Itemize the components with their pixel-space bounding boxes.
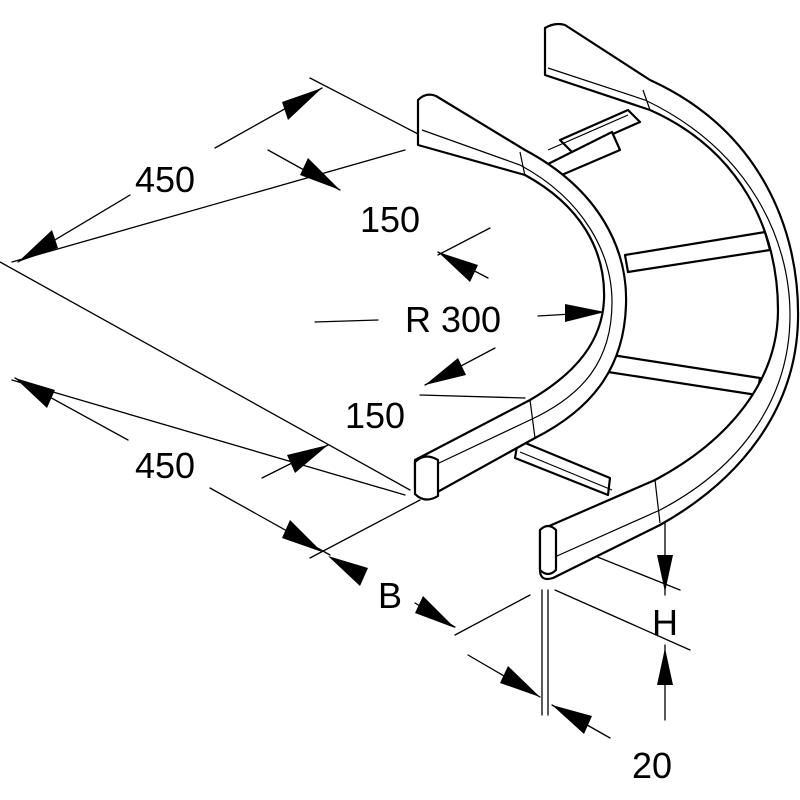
inner-rail-end-profile xyxy=(413,455,440,501)
label-450-top: 450 xyxy=(135,159,195,200)
label-20: 20 xyxy=(632,745,672,786)
arrowhead-450-top-left xyxy=(18,230,58,262)
arrowhead-450-bottom-lower-a xyxy=(282,520,322,552)
extension-line-bottom-near xyxy=(309,499,421,559)
outer-rail-inner-edge xyxy=(547,67,791,561)
outer-rail-body xyxy=(538,22,800,581)
dim-r300-line-left xyxy=(314,319,379,323)
extension-line-straight-bottom xyxy=(419,394,526,399)
outer-rail-joint-top xyxy=(642,89,651,111)
arrowhead-h-bottom xyxy=(657,648,673,685)
dim-150-top-line-b xyxy=(437,227,491,256)
extension-line-b-left xyxy=(454,594,531,636)
label-150-bottom: 150 xyxy=(345,395,405,436)
arrowhead-450-bottom-left xyxy=(15,378,55,408)
extension-line-top-near xyxy=(11,149,406,263)
extension-line-bottom xyxy=(11,379,406,496)
dimension-labels: 450 150 R 300 150 450 B H 20 xyxy=(135,159,678,786)
label-b: B xyxy=(378,575,402,616)
arrowhead-150-top-b xyxy=(438,252,478,282)
rung-3 xyxy=(623,230,772,274)
inner-rail-inner-edge xyxy=(419,129,613,473)
arrowhead-r300 xyxy=(565,304,605,322)
arrowhead-450-top-right xyxy=(282,88,322,120)
label-450-bottom: 450 xyxy=(135,445,195,486)
label-r300: R 300 xyxy=(405,299,501,340)
extension-line-top-far xyxy=(309,77,421,136)
rung-5 xyxy=(513,438,612,497)
arrowhead-h-top xyxy=(657,555,673,592)
arrowhead-b-left xyxy=(415,596,455,628)
arrowhead-450-bottom-right xyxy=(287,445,328,473)
arrowhead-450-bottom-lower-b xyxy=(328,556,368,586)
extension-line-h-lower xyxy=(554,589,691,651)
label-150-top: 150 xyxy=(360,199,420,240)
arrowhead-20 xyxy=(552,705,592,734)
outer-rail-end-profile xyxy=(538,524,558,576)
inner-rail-joint-top xyxy=(519,151,526,177)
arrowhead-b-right xyxy=(500,666,540,697)
rung-1 xyxy=(558,108,642,154)
outer-rail-joint-bottom xyxy=(654,479,661,524)
outer-rail xyxy=(538,22,800,581)
arrowhead-150-bottom xyxy=(425,358,466,385)
dimension-arrows xyxy=(14,87,673,739)
inner-rail xyxy=(413,93,628,501)
label-h: H xyxy=(652,602,678,643)
rung-5-edge xyxy=(519,451,613,491)
extension-line-middle xyxy=(0,261,411,491)
rung-1-edge xyxy=(547,114,629,151)
rung-4 xyxy=(606,353,762,397)
inner-rail-joint-bottom xyxy=(529,399,536,439)
arrowhead-150-top-a xyxy=(300,158,340,190)
